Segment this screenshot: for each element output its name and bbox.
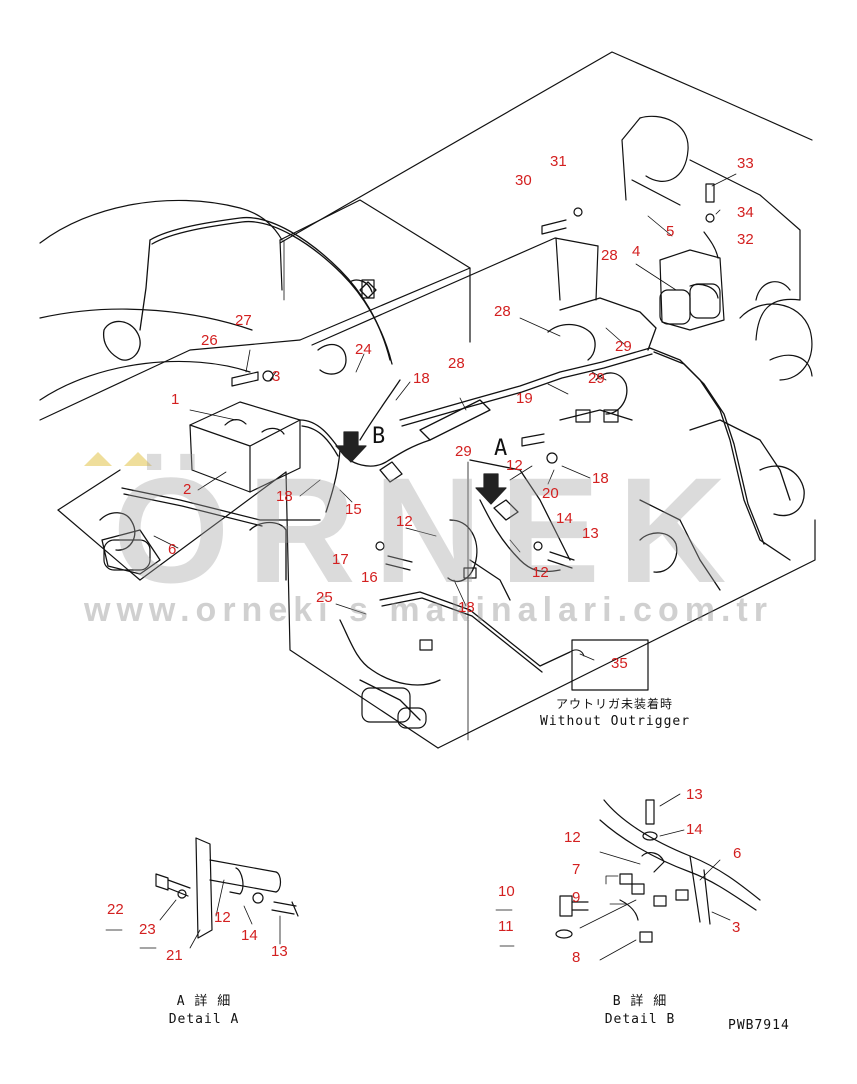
detail-a-drawing [105, 837, 299, 949]
callout-18b: 18 [276, 488, 293, 505]
connector-blocks [103, 283, 721, 729]
callout-34: 34 [737, 204, 754, 221]
callout-3: 3 [272, 368, 281, 385]
detail-b-title-jp: B 詳 細 [612, 994, 668, 1009]
callout-2: 2 [183, 481, 192, 498]
callout-12a: 12 [506, 457, 523, 474]
detail-b-callout-3: 3 [732, 919, 741, 936]
detail-a-callout-21: 21 [166, 947, 183, 964]
detail-b-callout-13: 13 [686, 786, 703, 803]
battery-outline [189, 401, 301, 493]
outrigger-note-jp: アウトリガ未装着時 [556, 697, 674, 711]
detail-b-callout-14: 14 [686, 821, 703, 838]
detail-a-callout-12: 12 [214, 909, 231, 926]
callout-16: 16 [361, 569, 378, 586]
detail-b-title-en: Detail B [604, 1012, 676, 1027]
drawing-code: PWB7914 [728, 1018, 790, 1033]
wire-harness [99, 216, 805, 721]
callout-5: 5 [666, 223, 675, 240]
detail-b-callout-10: 10 [498, 883, 515, 900]
detail-b-callout-6: 6 [733, 845, 742, 862]
callout-1: 1 [171, 391, 180, 408]
callout-29a: 29 [615, 338, 632, 355]
detail-a-callout-23: 23 [139, 921, 156, 938]
callout-17: 17 [332, 551, 349, 568]
callout-18a: 18 [413, 370, 430, 387]
callout-28a: 28 [601, 247, 618, 264]
view-arrows [335, 431, 507, 505]
callout-30: 30 [515, 172, 532, 189]
detail-a-callout-14: 14 [241, 927, 258, 944]
callout-28c: 28 [448, 355, 465, 372]
callout-29c: 29 [455, 443, 472, 460]
detail-b-callout-12: 12 [564, 829, 581, 846]
callout-15: 15 [345, 501, 362, 518]
detail-b-callout-11: 11 [498, 918, 514, 935]
callout-33: 33 [737, 155, 754, 172]
detail-b-callout-7: 7 [572, 861, 581, 878]
callout-19: 19 [516, 390, 533, 407]
detail-a-title-en: Detail A [168, 1012, 240, 1027]
callout-13: 13 [582, 525, 599, 542]
outrigger-note-box [571, 639, 649, 691]
callout-12c: 12 [532, 564, 549, 581]
callout-25: 25 [316, 589, 333, 606]
callout-14: 14 [556, 510, 573, 527]
callout-20: 20 [542, 485, 559, 502]
callout-28b: 28 [494, 303, 511, 320]
detail-b-callout-9: 9 [572, 889, 581, 906]
outrigger-note-en: Without Outrigger [540, 714, 691, 729]
detail-b-drawing [495, 793, 761, 961]
callout-26: 26 [201, 332, 218, 349]
callout-18d: 18 [458, 599, 475, 616]
view-letter-b: B [372, 424, 387, 449]
callout-31: 31 [550, 153, 567, 170]
main-fasteners [231, 183, 719, 571]
callout-6: 6 [168, 541, 177, 558]
detail-a-callout-22: 22 [107, 901, 124, 918]
callout-29b: 29 [588, 370, 605, 387]
callout-32: 32 [737, 231, 754, 248]
leader-lines [153, 173, 737, 741]
engine-outline [621, 115, 813, 381]
view-letter-a: A [494, 436, 509, 461]
callout-27: 27 [235, 312, 252, 329]
detail-b-callout-8: 8 [572, 949, 581, 966]
callout-12b: 12 [396, 513, 413, 530]
callout-4: 4 [632, 243, 641, 260]
callout-35: 35 [611, 655, 628, 672]
detail-a-callout-13: 13 [271, 943, 288, 960]
callout-24: 24 [355, 341, 372, 358]
callout-18c: 18 [592, 470, 609, 487]
detail-a-title-jp: A 詳 細 [176, 994, 232, 1009]
machine-body-outline [39, 51, 816, 749]
